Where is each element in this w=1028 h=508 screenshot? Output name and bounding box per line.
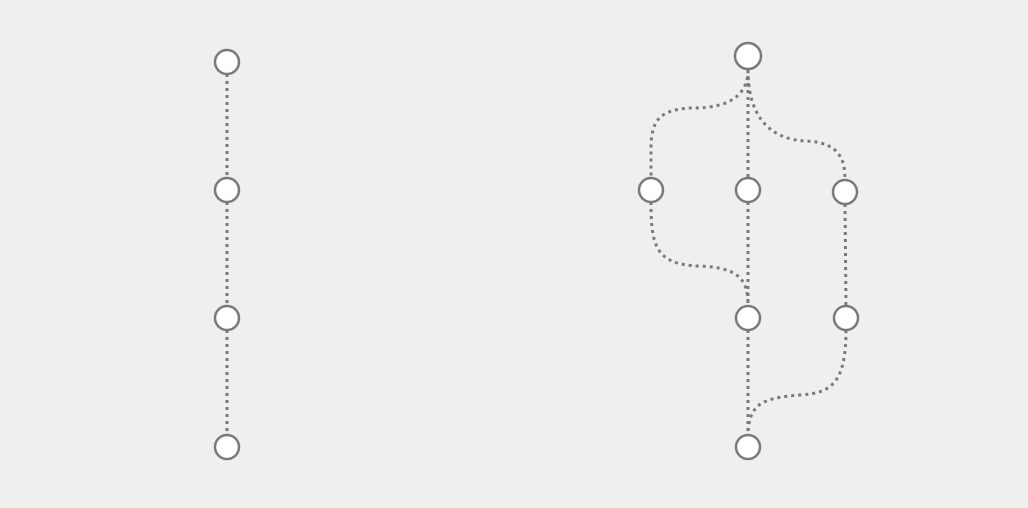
node-branching-graph-right-low <box>832 304 860 332</box>
edges-layer <box>225 69 848 436</box>
node-linear-graph-a2 <box>213 176 241 204</box>
edge-branching-graph-left-mid-to-center-low <box>649 201 750 307</box>
node-linear-graph-a4 <box>213 433 241 461</box>
nodes-layer <box>213 41 860 461</box>
edge-branching-graph-right-mid-to-right-low <box>843 203 848 307</box>
node-branching-graph-top <box>733 41 763 71</box>
node-branching-graph-center-mid <box>734 176 762 204</box>
node-branching-graph-center-low <box>734 304 762 332</box>
edge-branching-graph-top-to-right-mid <box>746 69 847 181</box>
node-linear-graph-a3 <box>213 304 241 332</box>
node-branching-graph-left-mid <box>637 176 665 204</box>
edge-branching-graph-top-to-left-mid <box>649 69 750 178</box>
edge-branching-graph-right-low-to-bottom <box>746 329 848 436</box>
node-branching-graph-right-mid <box>831 178 859 206</box>
node-branching-graph-bottom <box>734 433 762 461</box>
node-linear-graph-a1 <box>213 48 241 76</box>
